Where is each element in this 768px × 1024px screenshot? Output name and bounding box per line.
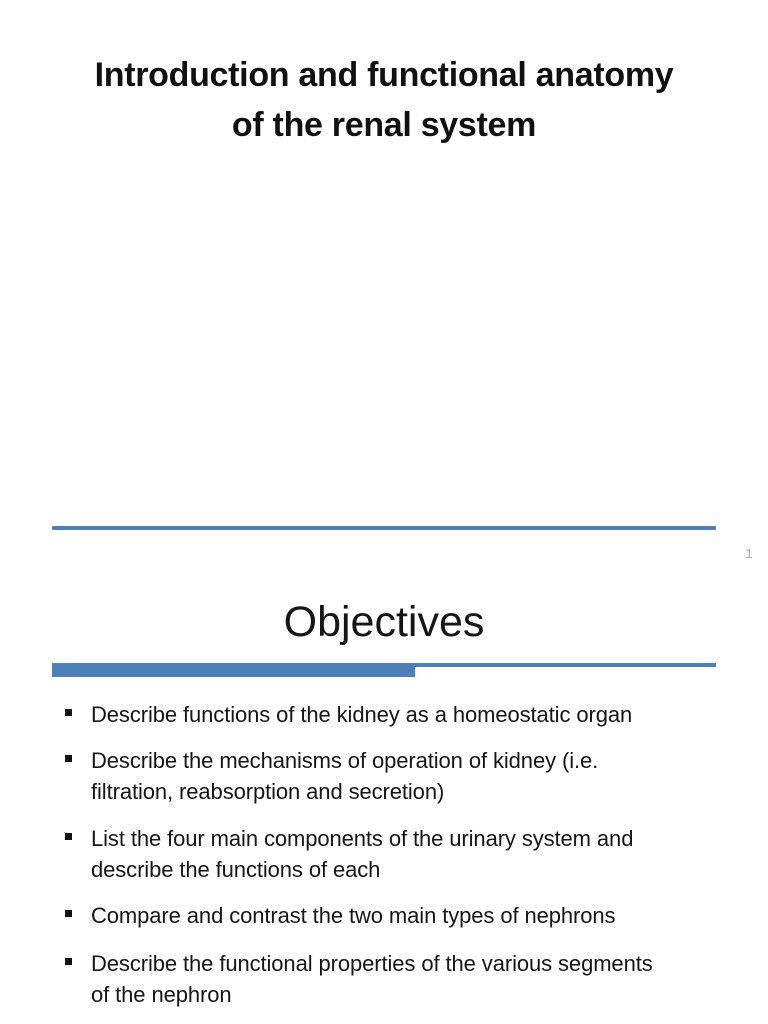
slide1-title-line-1: Introduction and functional anatomy: [94, 56, 674, 94]
bullet-square-icon: [65, 910, 72, 917]
list-item: Describe functions of the kidney as a ho…: [52, 699, 716, 730]
heading-underline-thin-line: [415, 663, 716, 667]
bullet-text: Describe the mechanisms of operation of …: [91, 748, 599, 804]
heading-underline-thick-bar: [52, 663, 415, 677]
bullet-square-icon: [65, 709, 72, 716]
slide1-title: Introduction and functional anatomy of t…: [0, 50, 768, 150]
list-item: Describe the functional properties of th…: [52, 948, 716, 1010]
bullet-text: Compare and contrast the two main types …: [91, 903, 616, 928]
page-number: 1: [745, 546, 753, 561]
bullet-square-icon: [65, 755, 72, 762]
bullet-square-icon: [65, 958, 72, 965]
list-item: Compare and contrast the two main types …: [52, 900, 716, 931]
slide2-heading: Objectives: [283, 598, 485, 646]
slide1-divider-line: [52, 526, 716, 530]
bullet-text: List the four main components of the uri…: [91, 826, 634, 882]
bullet-text: Describe functions of the kidney as a ho…: [91, 702, 633, 727]
list-item: Describe the mechanisms of operation of …: [52, 745, 716, 807]
list-item: List the four main components of the uri…: [52, 823, 716, 885]
slide1-title-line-2: of the renal system: [231, 106, 537, 144]
bullet-square-icon: [65, 833, 72, 840]
bullet-text: Describe the functional properties of th…: [91, 951, 653, 1007]
